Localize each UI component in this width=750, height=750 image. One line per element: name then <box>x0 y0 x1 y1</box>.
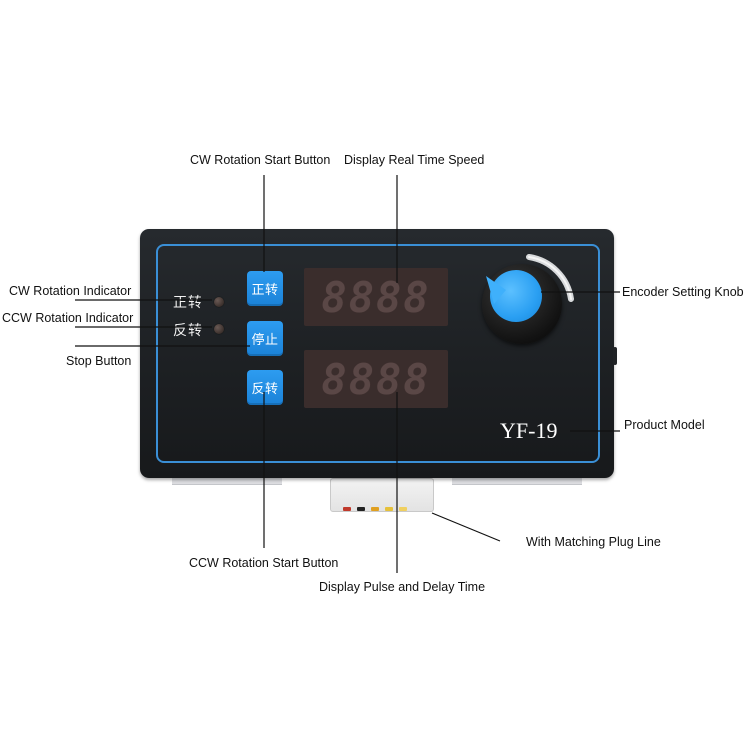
panel-border <box>156 244 600 463</box>
product-model-annotation: Product Model <box>624 418 705 432</box>
cw-start-annotation: CW Rotation Start Button <box>190 153 331 167</box>
pulse-delay-annotation: Display Pulse and Delay Time <box>319 580 486 594</box>
ccw-start-button[interactable]: 反转 <box>247 370 283 405</box>
speed-display: 8888 <box>304 268 448 326</box>
connector-pin <box>357 507 365 511</box>
side-nub <box>613 347 617 365</box>
cw-indicator-label: 正转 <box>173 295 203 311</box>
product-model-label: YF-19 <box>500 418 558 443</box>
cw-indicator-annotation: CW Rotation Indicator <box>9 284 132 298</box>
plug-connector <box>330 478 434 512</box>
speed-annotation: Display Real Time Speed <box>344 153 485 167</box>
pulse-delay-display: 8888 <box>304 350 448 408</box>
stop-button-annotation: Stop Button <box>66 354 132 368</box>
stop-button[interactable]: 停止 <box>247 321 283 356</box>
connector-pin <box>343 507 351 511</box>
encoder-knob-cap <box>490 270 542 322</box>
plug-line-annotation: With Matching Plug Line <box>526 535 661 549</box>
connector-pin <box>371 507 379 511</box>
connector-pin <box>385 507 393 511</box>
device-foot-right <box>452 474 582 485</box>
device-foot-left <box>172 474 282 485</box>
pulse-delay-display-digits: 8888 <box>321 354 431 404</box>
ccw-indicator-led <box>214 324 224 334</box>
ccw-indicator-label: 反转 <box>173 323 203 339</box>
speed-display-digits: 8888 <box>321 272 431 322</box>
cw-start-button[interactable]: 正转 <box>247 271 283 306</box>
ccw-start-annotation: CCW Rotation Start Button <box>189 556 339 570</box>
connector-pin <box>399 507 407 511</box>
ccw-indicator-annotation: CCW Rotation Indicator <box>2 311 134 325</box>
cw-indicator-led <box>214 297 224 307</box>
encoder-knob-annotation: Encoder Setting Knob <box>622 285 744 299</box>
